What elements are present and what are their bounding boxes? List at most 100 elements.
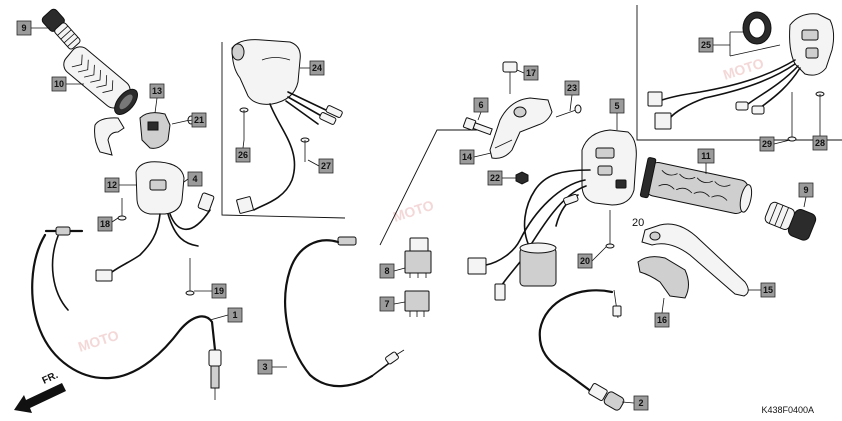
callout-21: 21	[191, 112, 207, 128]
watermark-text: MOTO	[721, 55, 766, 83]
throttle-housing-lower	[135, 161, 215, 215]
callout-8: 8	[379, 263, 395, 279]
callout-10: 10	[51, 76, 67, 92]
callout-number: 2	[638, 398, 643, 408]
callout-number: 23	[567, 83, 577, 93]
callout-29: 29	[759, 136, 775, 152]
callout-number: 29	[762, 139, 772, 149]
cable-2	[538, 289, 625, 411]
callout-number: 12	[107, 180, 117, 190]
lever-bracket-14	[489, 97, 553, 159]
callout-number: 17	[526, 68, 536, 78]
callout-26: 26	[235, 147, 251, 163]
relay-8	[404, 237, 432, 278]
watermark-text: MOTO	[391, 197, 436, 225]
callout-28: 28	[812, 135, 828, 151]
watermark-text: MOTO	[76, 327, 121, 355]
switch-housing-5	[581, 129, 637, 206]
switch-wiring-25	[647, 59, 801, 130]
nut-22	[515, 171, 529, 185]
callout-number: 8	[384, 266, 389, 276]
screw-18	[117, 198, 127, 221]
switch-wiring-left	[95, 209, 211, 282]
callout-number: 14	[462, 152, 472, 162]
callout-number: 16	[657, 315, 667, 325]
screw-20	[605, 210, 615, 249]
callout-3: 3	[257, 359, 273, 375]
callout-number: 9	[803, 185, 808, 195]
lever-15	[641, 223, 749, 297]
callout-12: 12	[104, 177, 120, 193]
front-direction-arrow: FR.	[14, 370, 66, 413]
callout-number: 7	[384, 299, 389, 309]
throttle-cable	[31, 226, 222, 400]
relay-7	[404, 290, 430, 317]
seal-ring-25	[742, 11, 772, 45]
screw-27	[300, 137, 310, 162]
callout-number: 10	[54, 79, 64, 89]
callout-14: 14	[459, 149, 475, 165]
screw-28	[815, 91, 825, 130]
callout-16: 16	[654, 312, 670, 328]
bar-end-weight-right	[764, 201, 817, 241]
callout-7: 7	[379, 296, 395, 312]
callout-number: 19	[214, 286, 224, 296]
leader-lines	[31, 27, 821, 404]
bar-end-weight-left	[41, 8, 81, 50]
callout-number: 15	[763, 285, 773, 295]
callout-9-right: 9	[798, 182, 814, 198]
callout-5: 5	[609, 98, 625, 114]
callout-18: 18	[97, 216, 113, 232]
callout-22: 22	[487, 170, 503, 186]
throttle-grip	[63, 46, 138, 115]
callout-number: 28	[815, 138, 825, 148]
bolt-6	[462, 117, 493, 136]
callout-25: 25	[698, 37, 714, 53]
callout-number: 24	[312, 63, 322, 73]
callout-number: 25	[701, 40, 711, 50]
callout-19: 19	[211, 283, 227, 299]
screw-29	[787, 92, 797, 142]
callout-2: 2	[633, 395, 649, 411]
part-label-20: 20	[632, 217, 644, 229]
screw-26	[239, 107, 249, 140]
callout-number: 22	[490, 173, 500, 183]
callout-1: 1	[227, 307, 243, 323]
switch-wiring-24	[236, 91, 343, 214]
callout-24: 24	[309, 60, 325, 76]
callout-27: 27	[318, 158, 334, 174]
callout-6: 6	[473, 97, 489, 113]
direction-label: FR.	[41, 370, 60, 387]
callout-23: 23	[564, 80, 580, 96]
switch-housing-24	[231, 39, 301, 105]
callout-11: 11	[697, 148, 715, 164]
callout-number: 5	[614, 101, 619, 111]
screw-23	[555, 104, 582, 118]
lever-cover-16	[637, 256, 689, 299]
callout-number: 21	[194, 115, 204, 125]
callout-15: 15	[760, 282, 776, 298]
callout-number: 6	[478, 100, 483, 110]
diagram-code: K438F0400A	[761, 405, 814, 415]
callout-number: 13	[152, 86, 162, 96]
switch-housing-25	[789, 13, 835, 76]
callout-number: 11	[701, 151, 711, 161]
callout-number: 18	[100, 219, 110, 229]
callout-9-left: 9	[16, 20, 32, 36]
callout-number: 4	[192, 174, 197, 184]
electrical-component-cylinder	[519, 242, 557, 287]
callout-number: 26	[238, 150, 248, 160]
throttle-housing-upper	[94, 112, 171, 156]
callout-number: 3	[262, 362, 267, 372]
callout-number: 27	[321, 161, 331, 171]
clutch-cable	[284, 236, 405, 388]
callout-13: 13	[149, 83, 165, 99]
callout-number: 1	[232, 310, 237, 320]
bolt-17	[502, 61, 518, 94]
callout-number: 9	[21, 23, 26, 33]
callout-4: 4	[187, 171, 203, 187]
handlebar-grip-11	[639, 157, 753, 215]
callout-number: 20	[580, 256, 590, 266]
screw-19	[185, 258, 195, 296]
